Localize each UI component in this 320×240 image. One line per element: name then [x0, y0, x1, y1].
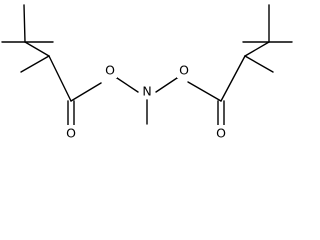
atom-label-oxygen-left: O [105, 63, 115, 78]
bond [244, 41, 270, 57]
left-acyl-chain [20, 55, 102, 129]
left-tert-butyl-group [1, 4, 54, 57]
atom-label-oxygen-right: O [179, 63, 189, 78]
bond [220, 55, 246, 102]
bond [48, 55, 72, 102]
bond [20, 55, 50, 73]
bond [23, 4, 26, 43]
atom-label-carbonyl-oxygen-right: O [216, 126, 226, 141]
central-n-oxy-linkage [113, 75, 181, 125]
atom-labels: O N O O O [64, 62, 228, 141]
chemical-structure-diagram: O N O O O [1, 4, 293, 141]
right-tert-butyl-group [242, 4, 293, 57]
bond [187, 81, 222, 102]
right-acyl-chain [187, 55, 274, 129]
bond [24, 41, 50, 57]
atom-label-nitrogen: N [142, 84, 151, 99]
bond [113, 75, 139, 93]
bond [244, 55, 274, 73]
atom-label-carbonyl-oxygen-left: O [66, 126, 76, 141]
bond [155, 75, 181, 93]
bond [70, 82, 102, 102]
